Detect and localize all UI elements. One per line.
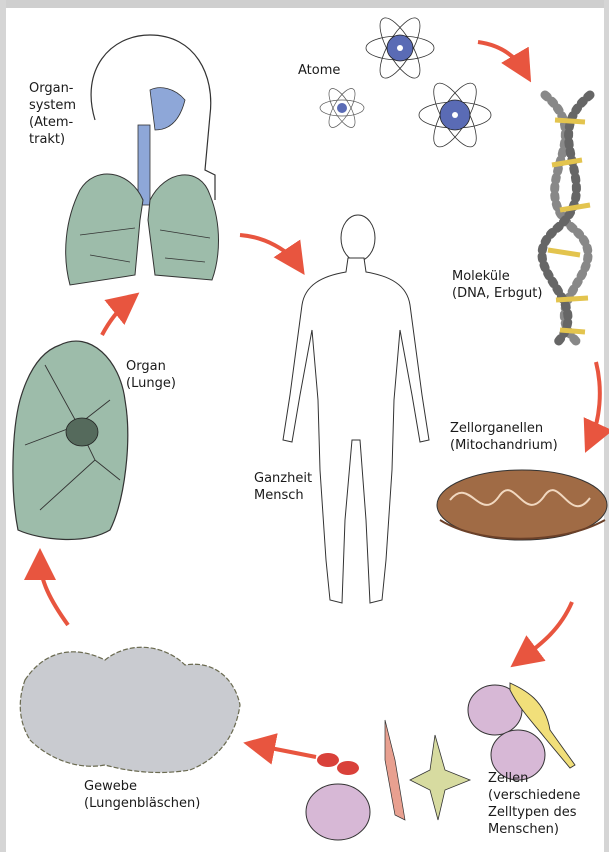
label-tissue: Gewebe (Lungenbläschen) [84,778,200,812]
label-organelles: Zellorganellen (Mitochandrium) [450,420,558,454]
dna-molecule-illustration [542,95,590,345]
human-figure-illustration [283,215,429,603]
mitochondrium-illustration [437,470,607,540]
lung-organ-illustration [13,341,128,539]
arrow-cells-to-tissue [255,745,316,757]
arrow-molecules-to-organelles [590,362,600,442]
arrow-tissue-to-organ [40,560,68,625]
label-whole-human: Ganzheit Mensch [254,470,312,504]
organ-system-illustration [66,35,219,285]
label-organ-system: Organ- system (Atem- trakt) [29,80,76,148]
arrow-organ-system-to-human [240,235,298,265]
arrow-atoms-to-molecules [478,42,525,72]
tissue-illustration [20,647,240,772]
label-cells: Zellen (verschiedene Zelltypen des Mensc… [488,770,580,838]
label-atoms: Atome [298,62,340,79]
arrow-organ-to-organ-system [102,300,130,335]
label-molecules: Moleküle (DNA, Erbgut) [452,268,542,302]
atoms-illustration [320,13,491,153]
label-organ: Organ (Lunge) [126,358,176,392]
arrow-organelles-to-cells [520,602,572,660]
